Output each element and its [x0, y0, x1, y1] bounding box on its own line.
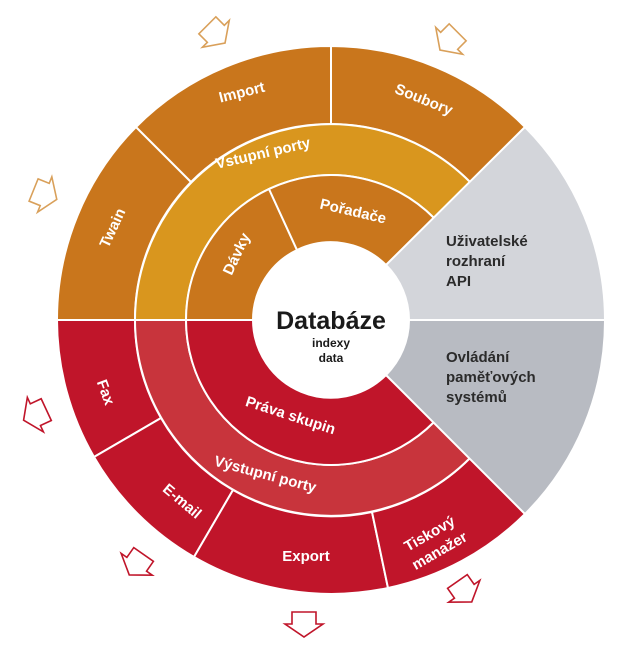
label-export: Export — [282, 548, 330, 565]
sector-grey-storage — [384, 319, 607, 516]
center-line-1: indexy — [312, 336, 350, 350]
label-api-2: rozhraní — [446, 253, 506, 270]
center-title: Databáze — [276, 307, 386, 335]
input-arrow-icon — [28, 174, 58, 215]
label-api-3: API — [446, 273, 471, 290]
label-storage-2: paměťových — [446, 369, 536, 386]
input-arrow-icon — [197, 15, 231, 49]
label-storage-3: systémů — [446, 389, 507, 406]
output-arrow-icon — [119, 546, 155, 577]
sector-grey-api — [384, 125, 607, 321]
sector-inner-prava — [184, 319, 436, 466]
label-api-1: Uživatelské — [446, 233, 528, 250]
center-hub — [255, 244, 407, 396]
ring-sectors — [55, 44, 607, 595]
output-arrow-icon — [446, 573, 482, 604]
center-line-2: data — [319, 351, 344, 365]
label-storage-1: Ovládání — [446, 349, 510, 366]
output-arrow-icon — [22, 394, 53, 434]
input-arrow-icon — [434, 22, 468, 56]
output-arrow-icon — [282, 611, 326, 638]
arrows — [22, 15, 482, 638]
sector-inner-davky — [184, 187, 299, 321]
